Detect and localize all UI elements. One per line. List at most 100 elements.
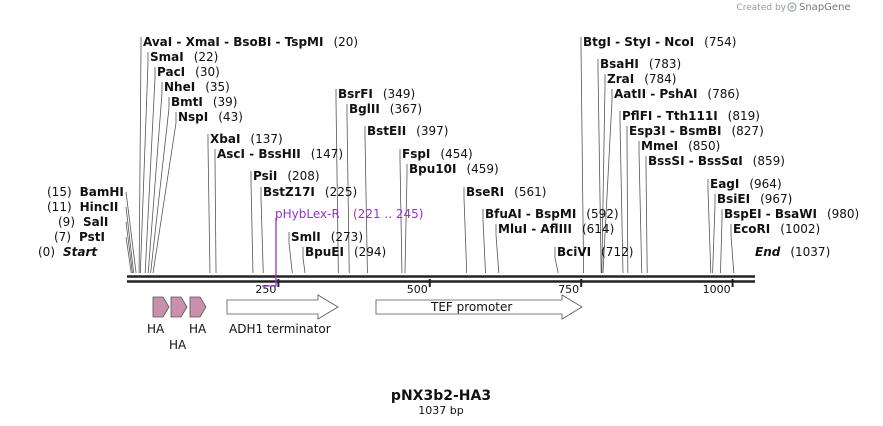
feature-ha-3[interactable]: HA xyxy=(189,296,207,336)
site-connector-line xyxy=(147,82,163,274)
site-label-bpu10i[interactable]: Bpu10I(459) xyxy=(409,162,499,176)
site-connector-line xyxy=(482,209,486,274)
snapgene-logo-icon xyxy=(787,2,797,12)
site-connector-line xyxy=(495,224,500,274)
site-connector-line xyxy=(260,187,264,274)
ruler-tick-label: 250 xyxy=(255,283,276,296)
site-connector-line xyxy=(125,221,133,274)
site-label-bstz17i[interactable]: BstZ17I(225) xyxy=(263,185,357,199)
site-label-bglii[interactable]: BglII(367) xyxy=(349,102,422,116)
site-label-bseri[interactable]: BseRI(561) xyxy=(466,185,546,199)
site-label-xbai[interactable]: XbaI(137) xyxy=(210,132,283,146)
site-label-psti[interactable]: (7)PstI xyxy=(54,230,105,244)
ruler-tick-label: 750 xyxy=(558,283,579,296)
site-connector-line xyxy=(139,52,149,274)
site-connector-line xyxy=(346,104,350,274)
site-label-bamhi[interactable]: (15)BamHI xyxy=(47,185,124,199)
site-label-end[interactable]: End(1037) xyxy=(755,245,830,259)
site-label-bfuai[interactable]: BfuAI - BspMI(592) xyxy=(485,207,619,221)
site-connector-line xyxy=(626,126,629,274)
site-label-esp3i[interactable]: Esp3I - BsmBI(827) xyxy=(629,124,764,138)
site-connector-line xyxy=(144,67,156,274)
site-connector-line xyxy=(707,179,712,274)
site-connector-line xyxy=(125,236,132,274)
site-connector-line xyxy=(399,149,403,274)
feature-label: HA xyxy=(189,322,207,336)
site-connector-line xyxy=(730,224,735,274)
site-label-bsrfi[interactable]: BsrFI(349) xyxy=(338,87,415,101)
site-lines xyxy=(125,37,735,274)
site-label-smli[interactable]: SmlI(273) xyxy=(291,230,363,244)
site-label-psii[interactable]: PsiI(208) xyxy=(253,169,320,183)
site-connector-line xyxy=(125,206,135,274)
site-label-aatii[interactable]: AatII - PshAI(786) xyxy=(614,87,740,101)
site-connector-line xyxy=(597,59,602,274)
feature-label: ADH1 terminator xyxy=(229,322,331,336)
site-label-bsahi[interactable]: BsaHI(783) xyxy=(600,57,681,71)
site-connector-line xyxy=(335,89,339,274)
map-length: 1037 bp xyxy=(418,404,463,417)
site-label-bmti[interactable]: BmtI(39) xyxy=(171,95,238,109)
feature-tef-promoter[interactable]: TEF promoter xyxy=(375,294,583,320)
feature-adh1-terminator[interactable]: ADH1 terminator xyxy=(226,294,339,336)
site-label-start[interactable]: (0)Start xyxy=(38,245,98,259)
primer-name: pHybLex-R xyxy=(275,207,340,221)
site-connector-line xyxy=(619,111,624,274)
left-labels: (15)BamHI (11)HincII (9)SalI (7)PstI (0)… xyxy=(38,185,124,259)
map-title: pNX3b2-HA3 xyxy=(391,388,491,404)
site-connector-line xyxy=(602,89,613,274)
site-label-ecori[interactable]: EcoRI(1002) xyxy=(733,222,820,236)
site-label-pflfi[interactable]: PflFI - Tth111I(819) xyxy=(622,109,760,123)
feature-label: TEF promoter xyxy=(430,300,512,314)
backbone xyxy=(127,275,755,283)
site-connector-line xyxy=(404,164,408,274)
site-label-bpuei[interactable]: BpuEI(294) xyxy=(305,245,386,259)
site-label-bcivi[interactable]: BciVI(712) xyxy=(557,245,633,259)
site-label-bsssi[interactable]: BssSI - BssSαI(859) xyxy=(648,154,785,168)
site-connector-line xyxy=(214,149,217,274)
site-connector-line xyxy=(601,74,606,274)
site-label-bspei[interactable]: BspEI - BsaWI(980) xyxy=(724,207,859,221)
primer-phyblex-r[interactable]: pHybLex-R (221 .. 245) xyxy=(262,207,423,287)
site-label-nspi[interactable]: NspI(43) xyxy=(178,110,243,124)
ruler-ticks: 250 500 750 1000 xyxy=(255,279,734,296)
site-connector-line xyxy=(580,37,585,274)
site-label-bsteii[interactable]: BstEII(397) xyxy=(367,124,448,138)
site-label-smai[interactable]: SmaI(22) xyxy=(150,50,218,64)
ruler-tick-label: 1000 xyxy=(703,283,731,296)
site-label-zrai[interactable]: ZraI(784) xyxy=(607,72,676,86)
site-connector-line xyxy=(207,134,211,274)
site-label-paci[interactable]: PacI(30) xyxy=(157,65,220,79)
site-label-btgi[interactable]: BtgI - StyI - NcoI(754) xyxy=(583,35,736,49)
site-connector-line xyxy=(463,187,468,274)
site-connector-line xyxy=(250,171,254,274)
feature-label: HA xyxy=(147,322,165,336)
site-label-avai[interactable]: AvaI - XmaI - BsoBI - TspMI(20) xyxy=(143,35,358,49)
site-label-nhei[interactable]: NheI(35) xyxy=(164,80,230,94)
site-label-mlui[interactable]: MluI - AflIII(614) xyxy=(498,222,614,236)
site-label-eagi[interactable]: EagI(964) xyxy=(710,177,782,191)
site-connector-line xyxy=(712,194,716,274)
site-connector-line xyxy=(125,191,137,274)
site-labels: AvaI - XmaI - BsoBI - TspMI(20) SmaI(22)… xyxy=(143,35,859,259)
site-connector-line xyxy=(302,247,306,274)
site-connector-line xyxy=(364,126,368,274)
site-connector-line xyxy=(150,97,170,274)
site-connector-line xyxy=(638,141,643,274)
site-label-fspi[interactable]: FspI(454) xyxy=(402,147,473,161)
site-label-asci[interactable]: AscI - BssHII(147) xyxy=(217,147,343,161)
site-label-sali[interactable]: (9)SalI xyxy=(58,215,108,229)
credit-prefix: Created by xyxy=(736,3,786,13)
site-connector-line xyxy=(152,112,177,274)
site-connector-line xyxy=(554,247,559,274)
site-label-bsiei[interactable]: BsiEI(967) xyxy=(717,192,792,206)
site-connector-line xyxy=(645,156,648,274)
feature-ha-2[interactable]: HA xyxy=(169,296,188,352)
site-label-hincii[interactable]: (11)HincII xyxy=(47,200,118,214)
site-label-mmei[interactable]: MmeI(850) xyxy=(641,139,720,153)
ruler-tick-label: 500 xyxy=(407,283,428,296)
credit-brand: SnapGene xyxy=(799,2,851,13)
site-connector-line xyxy=(288,232,293,274)
feature-ha-1[interactable]: HA xyxy=(147,296,170,336)
